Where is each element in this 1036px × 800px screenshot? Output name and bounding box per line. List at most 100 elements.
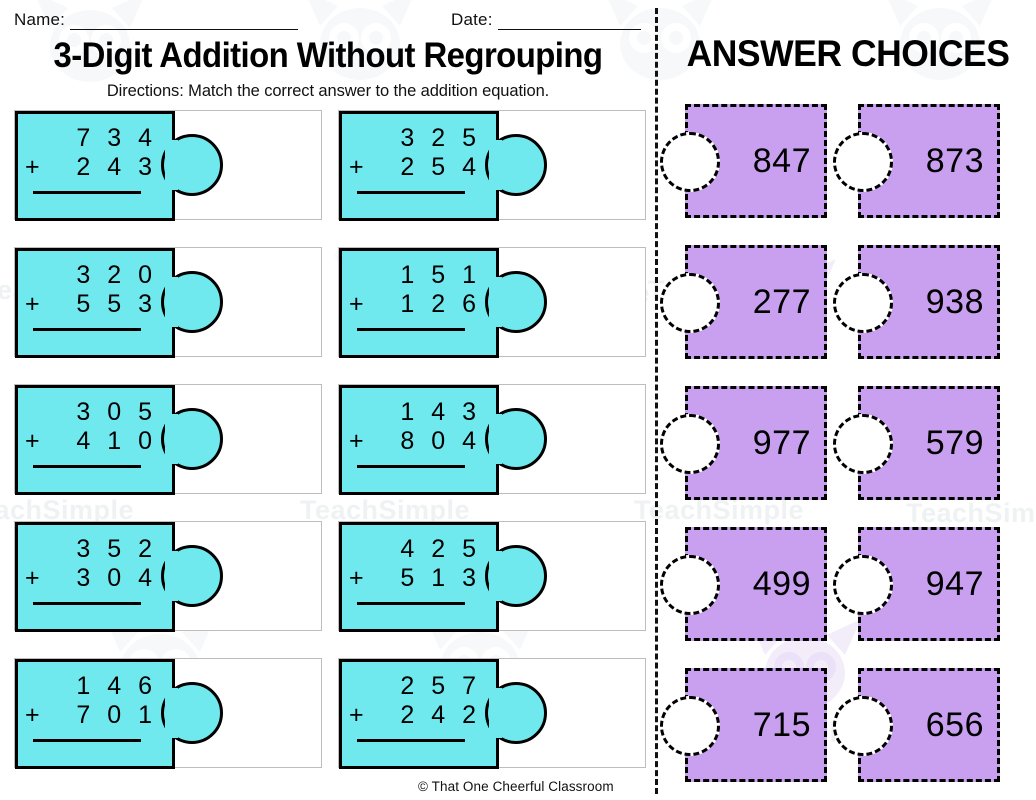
puzzle-notch-mask — [856, 560, 863, 610]
equation-puzzle-piece[interactable] — [15, 111, 175, 221]
answer-puzzle-piece[interactable]: 656 — [833, 668, 1000, 782]
sum-rule — [33, 739, 141, 742]
answer-puzzle-piece[interactable]: 579 — [833, 386, 1000, 500]
equation-card[interactable]: 4 2 5 +5 1 3 — [338, 521, 646, 632]
equation-puzzle-piece[interactable] — [339, 111, 499, 221]
addend-bottom: 8 0 4 — [400, 427, 481, 455]
answer-value: 579 — [925, 424, 984, 462]
vertical-dashed-divider — [655, 8, 658, 794]
puzzle-notch-mask — [683, 701, 690, 751]
equation-puzzle-piece[interactable] — [15, 522, 175, 632]
answer-row: 499 947 — [660, 527, 1036, 668]
puzzle-tab-mask — [165, 277, 178, 327]
equation-row: 3 0 5 +4 1 0 1 4 3 +8 0 4 — [14, 384, 646, 499]
addend-bottom: 2 5 4 — [400, 153, 481, 181]
answer-choices-grid: 847 873 277 938 — [660, 104, 1036, 800]
equation-numbers: 3 0 5 +4 1 0 — [15, 385, 175, 495]
answer-puzzle-piece[interactable]: 977 — [660, 386, 827, 500]
sum-rule — [357, 465, 465, 468]
puzzle-tab-mask — [489, 277, 502, 327]
addend-top: 2 5 7 — [400, 672, 481, 700]
addend-bottom: 2 4 3 — [76, 153, 157, 181]
answer-value: 277 — [752, 283, 811, 321]
plus-operator: + — [349, 427, 364, 455]
equation-row: 3 2 0 +5 5 3 1 5 1 +1 2 6 — [14, 247, 646, 362]
equation-card[interactable]: 2 5 7 +2 4 2 — [338, 658, 646, 769]
answer-row: 715 656 — [660, 668, 1036, 800]
answer-row: 277 938 — [660, 245, 1036, 386]
puzzle-tab-mask — [489, 551, 502, 601]
equation-grid: 7 3 4 +2 4 3 3 2 5 +2 5 4 — [14, 110, 646, 795]
answer-puzzle-piece[interactable]: 847 — [660, 104, 827, 218]
puzzle-notch-mask — [683, 419, 690, 469]
sum-rule — [33, 602, 141, 605]
answer-puzzle-piece[interactable]: 873 — [833, 104, 1000, 218]
puzzle-tab-mask — [489, 140, 502, 190]
addend-top: 7 3 4 — [76, 124, 157, 152]
answer-puzzle-piece[interactable]: 499 — [660, 527, 827, 641]
addend-top: 1 4 6 — [76, 672, 157, 700]
addend-bottom: 2 4 2 — [400, 701, 481, 729]
addend-bottom: 5 5 3 — [76, 290, 157, 318]
equation-puzzle-piece[interactable] — [339, 522, 499, 632]
equation-card[interactable]: 1 4 3 +8 0 4 — [338, 384, 646, 495]
puzzle-notch — [833, 696, 893, 756]
student-info-row: Name: Date: — [14, 10, 642, 32]
sum-rule — [33, 191, 141, 194]
name-field-group: Name: — [14, 10, 299, 30]
equation-numbers: 3 2 5 +2 5 4 — [339, 111, 499, 221]
equation-numbers: 1 5 1 +1 2 6 — [339, 248, 499, 358]
addend-top: 3 2 5 — [400, 124, 481, 152]
equation-row: 7 3 4 +2 4 3 3 2 5 +2 5 4 — [14, 110, 646, 225]
puzzle-notch — [833, 414, 893, 474]
equation-card[interactable]: 3 2 5 +2 5 4 — [338, 110, 646, 221]
addend-top: 3 2 0 — [76, 261, 157, 289]
plus-operator: + — [25, 701, 40, 729]
puzzle-notch — [833, 273, 893, 333]
addend-top: 1 5 1 — [400, 261, 481, 289]
answer-value: 499 — [752, 565, 811, 603]
answer-value: 947 — [925, 565, 984, 603]
equation-numbers: 3 2 0 +5 5 3 — [15, 248, 175, 358]
equation-card[interactable]: 3 5 2 +3 0 4 — [14, 521, 322, 632]
answer-value: 715 — [752, 706, 811, 744]
sum-rule — [357, 602, 465, 605]
equation-card[interactable]: 3 0 5 +4 1 0 — [14, 384, 322, 495]
answer-puzzle-piece[interactable]: 715 — [660, 668, 827, 782]
date-input-line[interactable] — [497, 15, 641, 30]
answer-puzzle-piece[interactable]: 938 — [833, 245, 1000, 359]
addend-bottom: 4 1 0 — [76, 427, 157, 455]
name-label: Name: — [14, 10, 66, 29]
sum-rule — [33, 328, 141, 331]
puzzle-notch — [660, 414, 720, 474]
addend-top: 4 2 5 — [400, 535, 481, 563]
plus-operator: + — [25, 153, 40, 181]
puzzle-notch — [833, 132, 893, 192]
equation-numbers: 7 3 4 +2 4 3 — [15, 111, 175, 221]
answer-puzzle-piece[interactable]: 947 — [833, 527, 1000, 641]
equation-card[interactable]: 3 2 0 +5 5 3 — [14, 247, 322, 358]
equation-card[interactable]: 1 4 6 +7 0 1 — [14, 658, 322, 769]
puzzle-notch — [660, 696, 720, 756]
puzzle-notch — [660, 273, 720, 333]
plus-operator: + — [349, 290, 364, 318]
addend-bottom: 7 0 1 — [76, 701, 157, 729]
answer-value: 847 — [752, 142, 811, 180]
answer-puzzle-piece[interactable]: 277 — [660, 245, 827, 359]
answer-row: 977 579 — [660, 386, 1036, 527]
addend-bottom: 5 1 3 — [400, 564, 481, 592]
plus-operator: + — [25, 564, 40, 592]
name-input-line[interactable] — [70, 15, 299, 30]
plus-operator: + — [349, 564, 364, 592]
equation-card[interactable]: 1 5 1 +1 2 6 — [338, 247, 646, 358]
puzzle-notch-mask — [683, 137, 690, 187]
puzzle-notch-mask — [856, 278, 863, 328]
equation-card[interactable]: 7 3 4 +2 4 3 — [14, 110, 322, 221]
sum-rule — [33, 465, 141, 468]
puzzle-notch — [660, 132, 720, 192]
puzzle-notch-mask — [856, 137, 863, 187]
equation-numbers: 2 5 7 +2 4 2 — [339, 659, 499, 769]
plus-operator: + — [25, 427, 40, 455]
equation-numbers: 3 5 2 +3 0 4 — [15, 522, 175, 632]
